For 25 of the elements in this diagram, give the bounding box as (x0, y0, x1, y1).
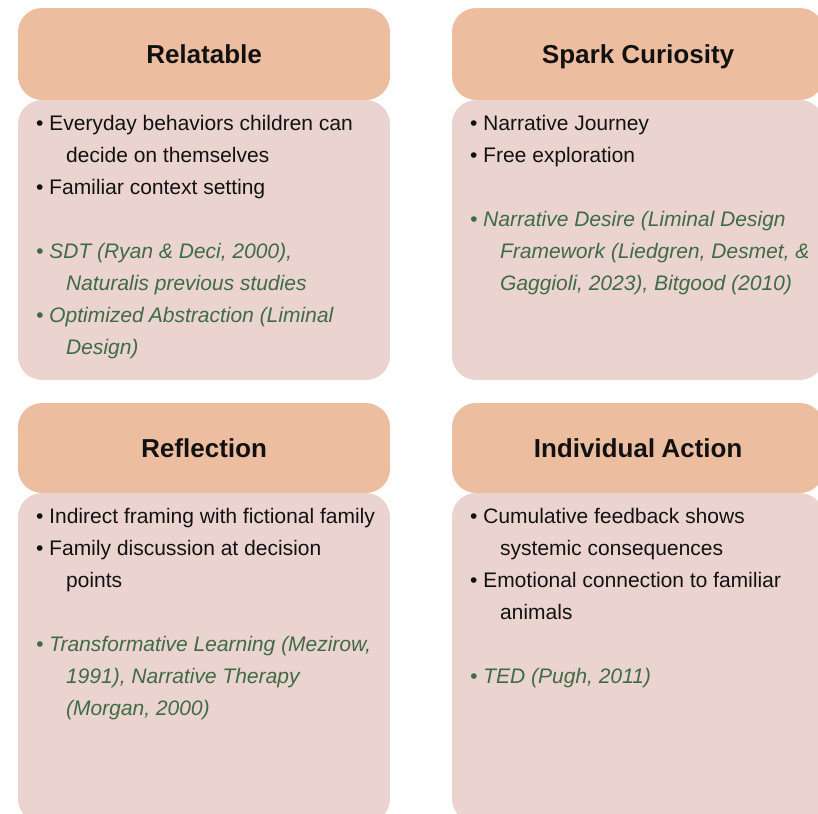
card-header (452, 403, 818, 493)
citation-item: • TED (Pugh, 2011) (469, 664, 652, 690)
card-header (18, 403, 390, 493)
bullet-item: • Cumulative feedback shows systemic consequences (469, 504, 746, 562)
card-body (18, 493, 390, 814)
bullet-item: • Family discussion at decision points (35, 536, 322, 594)
card-title: Individual Action (534, 432, 742, 464)
bullet-item: • Indirect framing with fictional family (35, 504, 376, 530)
card-title: Relatable (146, 38, 262, 70)
citation-item: • SDT (Ryan & Deci, 2000), Naturalis previous studies (35, 239, 308, 297)
card-header (18, 8, 390, 100)
bullet-item: • Everyday behaviors children can decide on themselves (35, 111, 354, 169)
citation-item: • Transformative Learning (Mezirow, 1991), Narrative Therapy (Morgan, 2000) (35, 632, 372, 722)
bullet-item: • Narrative Journey (469, 111, 650, 137)
card-header (452, 8, 818, 100)
card-body (18, 100, 390, 380)
card-title: Spark Curiosity (542, 38, 734, 70)
bullet-item: • Emotional connection to familiar animals (469, 568, 782, 626)
card-body (452, 100, 818, 380)
bullet-item: • Familiar context setting (35, 175, 266, 201)
citation-item: • Narrative Desire (Liminal Design Framework (Liedgren, Desmet, & Gaggioli, 2023), Bitgood (2010) (469, 207, 810, 297)
bullet-item: • Free exploration (469, 143, 636, 169)
card-title: Reflection (141, 432, 267, 464)
card-body (452, 493, 818, 814)
citation-item: • Optimized Abstraction (Liminal Design) (35, 303, 334, 361)
